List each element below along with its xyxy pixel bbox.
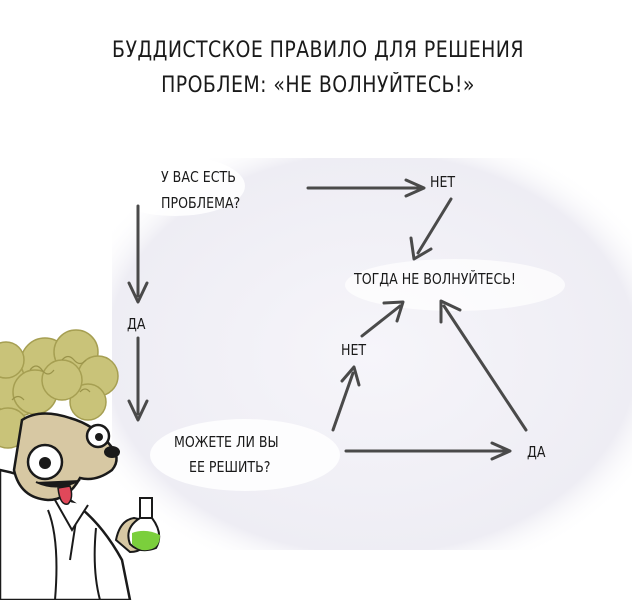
flask xyxy=(127,497,161,552)
arrow-q1-to-yes xyxy=(127,204,149,304)
background-glow-top xyxy=(105,156,245,216)
arrow-q2-to-yes xyxy=(344,441,512,461)
arrow-yes-to-conclusion xyxy=(439,299,528,432)
answer-no-top: НЕТ xyxy=(430,173,456,191)
question2-line1: МОЖЕТЕ ЛИ ВЫ xyxy=(174,433,279,451)
question1-line2: ПРОБЛЕМА? xyxy=(161,194,241,212)
question2-line2: ЕЕ РЕШИТЬ? xyxy=(189,458,271,476)
arrow-no-to-conclusion xyxy=(409,197,453,261)
conclusion: ТОГДА НЕ ВОЛНУЙТЕСЬ! xyxy=(354,270,516,288)
background-glow-right xyxy=(345,259,565,311)
question1-line1: У ВАС ЕСТЬ xyxy=(161,168,236,186)
scientist-character xyxy=(0,329,161,600)
arrow-yes-to-q2 xyxy=(127,336,149,422)
arrow-q2-to-no xyxy=(331,365,361,432)
title-line-2: ПРОБЛЕМ: «НЕ ВОЛНУЙТЕСЬ!» xyxy=(161,73,475,98)
answer-yes-left: ДА xyxy=(127,315,146,333)
title-line-1: БУДДИСТСКОЕ ПРАВИЛО ДЛЯ РЕШЕНИЯ xyxy=(112,38,524,63)
answer-yes-right: ДА xyxy=(527,443,546,461)
diagram-background xyxy=(112,158,632,550)
tongue xyxy=(57,485,73,505)
arrow-q1-to-no xyxy=(306,178,426,198)
background-glow-bottom xyxy=(150,419,340,491)
answer-no-middle: НЕТ xyxy=(341,341,367,359)
hair xyxy=(0,329,119,449)
nose xyxy=(104,446,120,458)
arrow-no-middle-to-conclusion xyxy=(360,300,405,338)
